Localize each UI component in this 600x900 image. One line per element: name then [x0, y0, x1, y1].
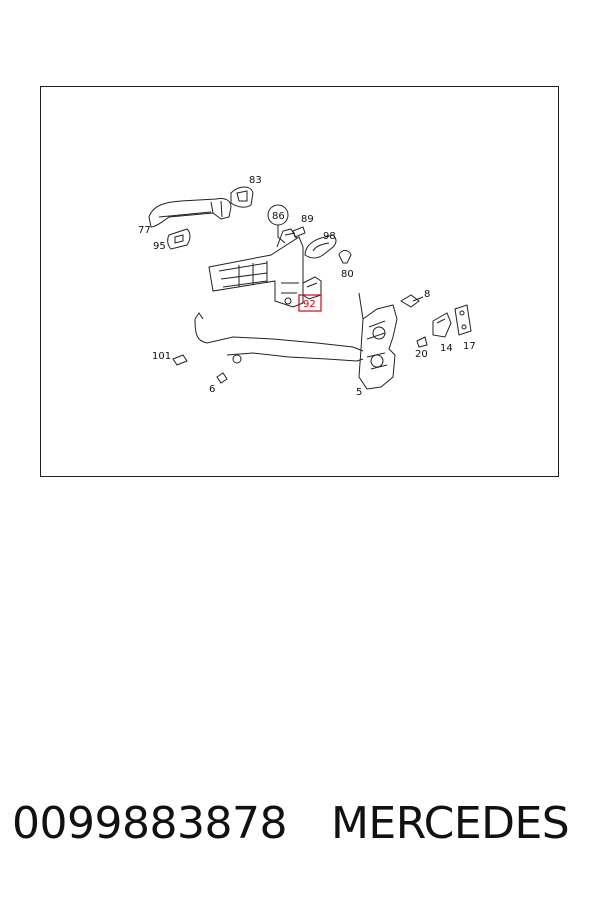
callout-83: 83 — [249, 175, 262, 186]
gear-part — [172, 354, 188, 366]
screw-part — [400, 294, 424, 308]
callout-95: 95 — [153, 241, 166, 252]
latch-bolt-part — [416, 336, 428, 348]
diagram-frame: 83 77 95 86 89 98 80 92 8 20 14 17 101 6… — [40, 86, 559, 477]
highlight-box-92 — [298, 294, 322, 312]
part-caption: 0099883878 MERCEDES — [12, 798, 592, 868]
callout-8: 8 — [424, 289, 430, 300]
striker-part — [432, 312, 452, 338]
cover-part — [167, 228, 191, 250]
bowden-cables — [194, 312, 364, 364]
bolt-part — [284, 226, 306, 238]
small-clip-part — [216, 372, 228, 384]
clip-part — [338, 250, 352, 264]
callout-86: 86 — [272, 211, 285, 222]
callout-20: 20 — [415, 349, 428, 360]
callout-98: 98 — [323, 231, 336, 242]
callout-6: 6 — [209, 384, 215, 395]
outer-handle-part — [148, 198, 232, 228]
callout-77: 77 — [138, 225, 151, 236]
callout-92: 92 — [303, 299, 316, 310]
callout-80: 80 — [341, 269, 354, 280]
handle-cap-part — [230, 186, 254, 208]
callout-101: 101 — [152, 351, 171, 362]
handle-carrier-part — [208, 228, 304, 308]
callout-5: 5 — [356, 387, 362, 398]
plate-part — [454, 304, 472, 336]
part-brand: MERCEDES — [330, 798, 570, 849]
callout-17: 17 — [463, 341, 476, 352]
part-number: 0099883878 — [12, 798, 287, 849]
callout-14: 14 — [440, 343, 453, 354]
lock-cylinder-part — [302, 276, 322, 300]
callout-86-marker — [267, 204, 289, 244]
exploded-parts-diagram: 83 77 95 86 89 98 80 92 8 20 14 17 101 6… — [138, 175, 476, 398]
callout-89: 89 — [301, 214, 314, 225]
lock-mechanism-part — [358, 292, 398, 390]
gasket-part — [304, 234, 337, 259]
